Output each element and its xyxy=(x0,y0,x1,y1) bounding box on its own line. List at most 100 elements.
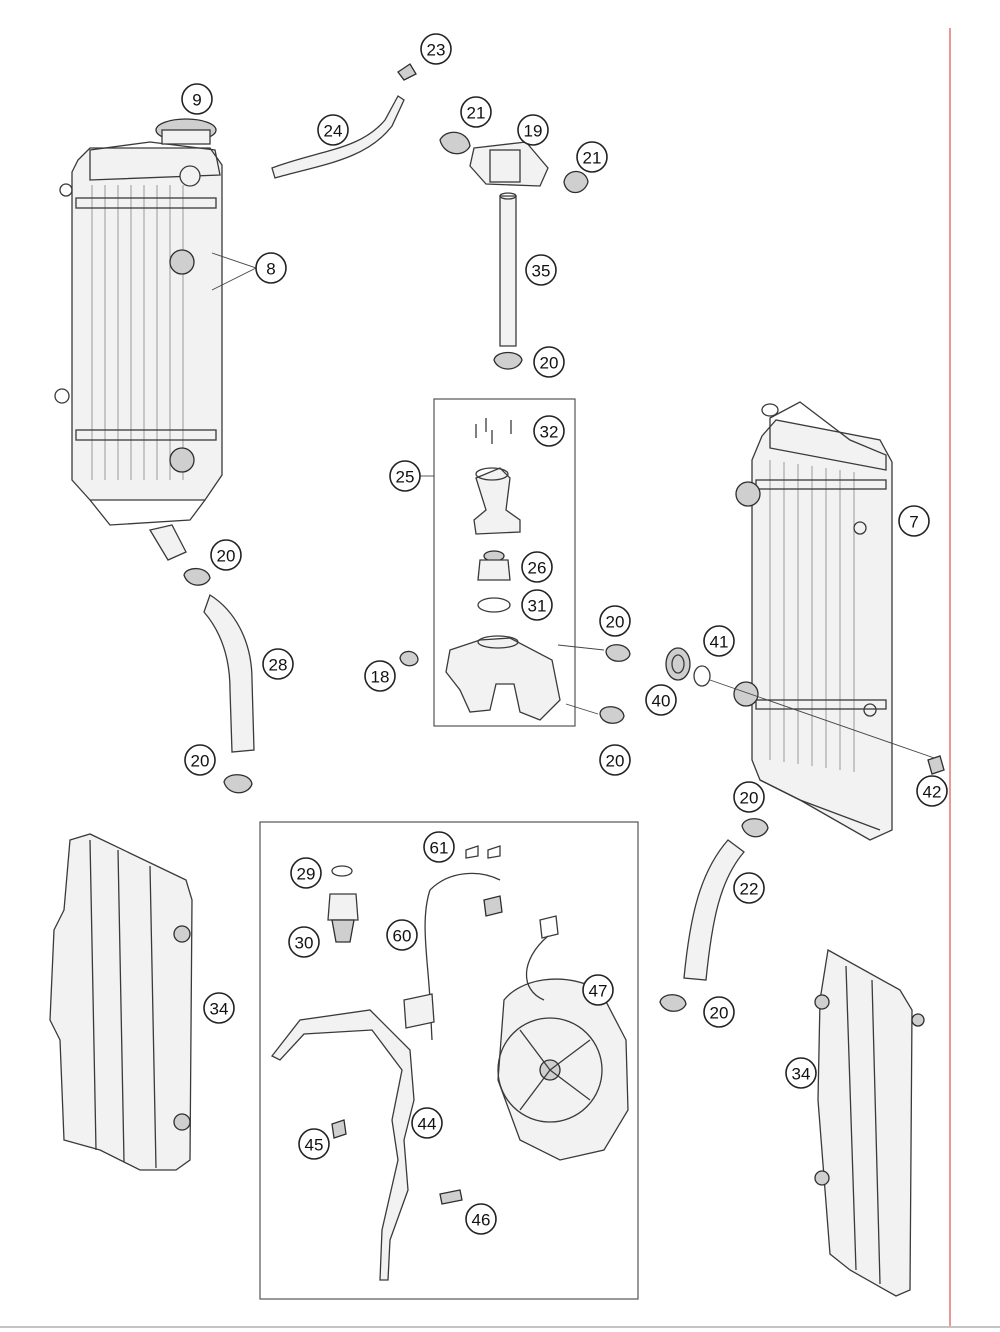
callout-44: 44 xyxy=(411,1107,443,1139)
callout-label: 34 xyxy=(210,1000,229,1019)
callout-circle xyxy=(517,114,549,146)
rivet-46 xyxy=(439,1189,463,1205)
callout-circle xyxy=(203,992,235,1024)
callout-circle xyxy=(576,141,608,173)
callout-label: 20 xyxy=(606,613,625,632)
callout-circle xyxy=(386,919,418,951)
callout-label: 61 xyxy=(430,839,449,858)
callout-label: 18 xyxy=(371,668,390,687)
callout-circle xyxy=(645,684,677,716)
fan xyxy=(497,915,629,1161)
callout-label: 7 xyxy=(909,513,918,532)
callout-circle xyxy=(420,33,452,65)
callout-label: 47 xyxy=(589,982,608,1001)
callout-circle xyxy=(465,1203,497,1235)
temperature-switch xyxy=(327,893,359,943)
callout-label: 29 xyxy=(297,865,316,884)
callout-label: 23 xyxy=(427,41,446,60)
callout-circle xyxy=(733,872,765,904)
callout-label: 20 xyxy=(606,752,625,771)
callout-label: 31 xyxy=(528,597,547,616)
callout-circle xyxy=(703,625,735,657)
callout-circle xyxy=(733,781,765,813)
callout-24: 24 xyxy=(317,114,349,146)
radiator-guard-right xyxy=(814,948,925,1297)
callout-25: 25 xyxy=(389,460,421,492)
clamp-20-left-top xyxy=(183,567,211,586)
fan-group-frame xyxy=(259,821,639,1300)
screw-45 xyxy=(331,1119,347,1139)
callout-label: 20 xyxy=(710,1004,729,1023)
o-ring xyxy=(477,597,511,613)
clamp-18 xyxy=(399,650,419,667)
callout-circle xyxy=(317,114,349,146)
callout-19: 19 xyxy=(517,114,549,146)
callout-circle xyxy=(298,1128,330,1160)
callout-61: 61 xyxy=(423,831,455,863)
callout-9: 9 xyxy=(181,83,213,115)
callout-8: 8 xyxy=(255,252,287,284)
callout-23: 23 xyxy=(420,33,452,65)
callout-46: 46 xyxy=(465,1203,497,1235)
callout-20: 20 xyxy=(533,346,565,378)
callout-label: 45 xyxy=(305,1136,324,1155)
clamp-20-lower-right xyxy=(599,706,625,724)
callout-label: 20 xyxy=(217,547,236,566)
callout-label: 42 xyxy=(923,783,942,802)
callout-label: 20 xyxy=(540,354,559,373)
callout-circle xyxy=(703,996,735,1028)
clamp-20-right-bottom xyxy=(659,994,687,1012)
callout-label: 41 xyxy=(710,633,729,652)
thermostat-group-frame xyxy=(433,398,576,727)
callout-20: 20 xyxy=(599,744,631,776)
fan-bracket xyxy=(271,1009,415,1281)
callout-label: 8 xyxy=(266,260,275,279)
thermostat-housing xyxy=(445,635,561,721)
callout-circle xyxy=(181,83,213,115)
callout-34: 34 xyxy=(203,992,235,1024)
callout-circle xyxy=(599,744,631,776)
radiator-guard-left xyxy=(49,833,193,1171)
callout-label: 24 xyxy=(324,122,343,141)
bolt-42 xyxy=(927,755,945,775)
callout-20: 20 xyxy=(733,781,765,813)
callout-34: 34 xyxy=(785,1057,817,1089)
leader-20-upper xyxy=(557,644,605,651)
callout-35: 35 xyxy=(525,254,557,286)
callout-label: 20 xyxy=(191,752,210,771)
callout-label: 22 xyxy=(740,880,759,899)
callout-label: 21 xyxy=(583,149,602,168)
callout-circle xyxy=(262,648,294,680)
callout-circle xyxy=(916,775,948,807)
callout-18: 18 xyxy=(364,660,396,692)
callout-42: 42 xyxy=(916,775,948,807)
callout-circle xyxy=(288,926,320,958)
callout-layer: 9823242119213520322526312018207414042202… xyxy=(181,33,948,1235)
callout-label: 32 xyxy=(540,423,559,442)
hose-connector xyxy=(439,131,589,194)
callout-circle xyxy=(411,1107,443,1139)
callout-circle xyxy=(460,96,492,128)
callout-21: 21 xyxy=(460,96,492,128)
sealing-ring xyxy=(331,865,353,877)
callout-circle xyxy=(785,1057,817,1089)
callout-circle xyxy=(210,539,242,571)
callout-20: 20 xyxy=(184,744,216,776)
callout-circle xyxy=(389,460,421,492)
bushing xyxy=(693,665,711,687)
callout-45: 45 xyxy=(298,1128,330,1160)
callout-label: 9 xyxy=(192,91,201,110)
callout-label: 40 xyxy=(652,692,671,711)
callout-label: 46 xyxy=(472,1211,491,1230)
thermostat-cover xyxy=(473,467,521,535)
grommet xyxy=(665,647,691,681)
callout-circle xyxy=(255,252,287,284)
callout-circle xyxy=(364,660,396,692)
callout-label: 25 xyxy=(396,468,415,487)
right-radiator xyxy=(733,401,893,841)
callout-29: 29 xyxy=(290,857,322,889)
callout-20: 20 xyxy=(599,605,631,637)
callout-label: 60 xyxy=(393,927,412,946)
callout-label: 35 xyxy=(532,262,551,281)
